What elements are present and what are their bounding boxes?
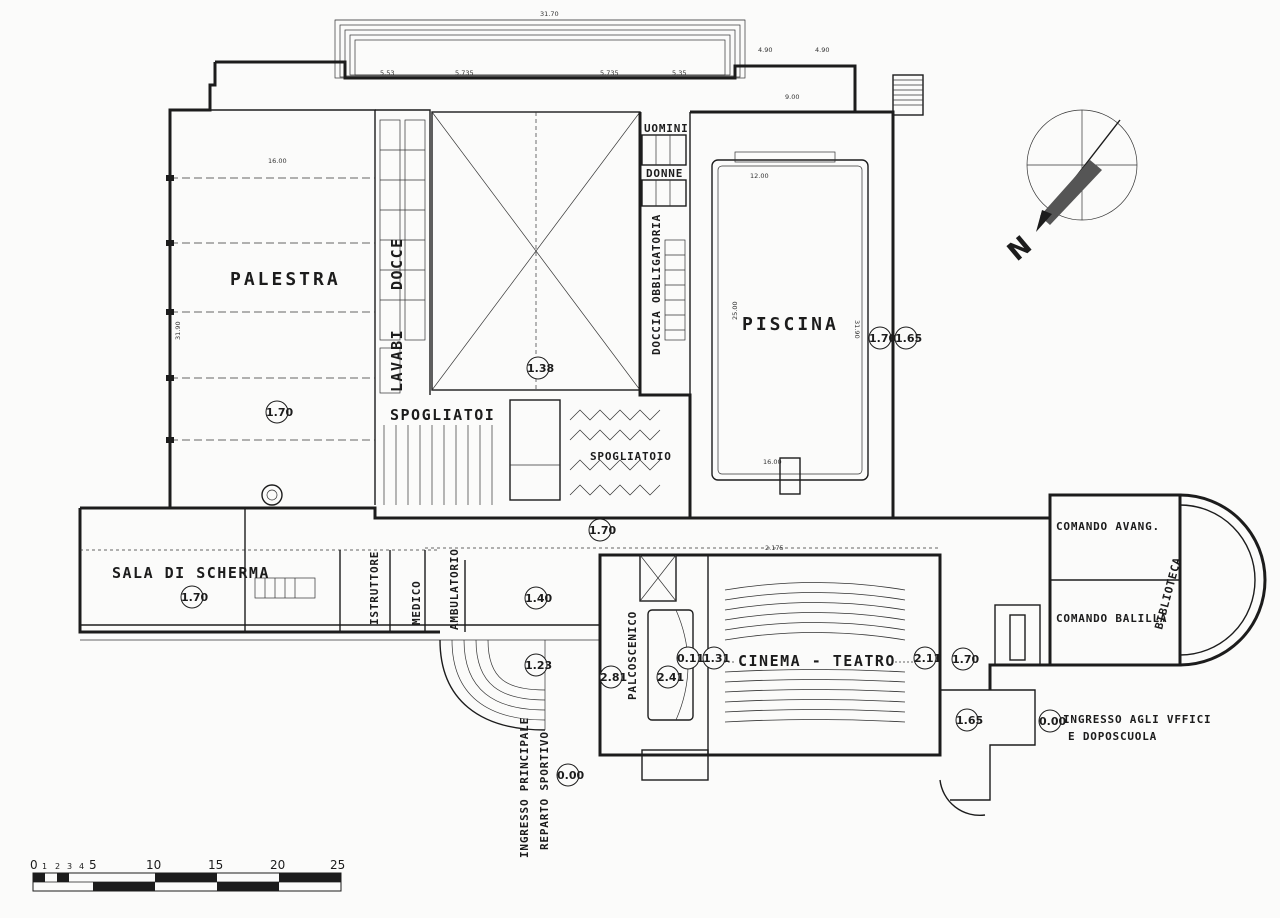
level-corridor: 1.70 [589,524,616,537]
top-dim-b: 5.735 [455,69,474,77]
label-palcoscenico: PALCOSCENICO [626,611,639,700]
level-courtyard: 1.38 [527,362,554,375]
level-scherma: 1.70 [181,591,208,604]
level-stage-b: 2.41 [657,671,684,684]
level-cinema-b: 2.11 [914,652,941,665]
scale-label-0: 0 [30,858,38,872]
top-dim-d: 5.35 [672,69,686,77]
level-hall-b: 1.65 [956,714,983,727]
scale-label-15: 15 [208,858,223,872]
level-office-entrance: 0.00 [1039,715,1066,728]
pool-side-dim: 31.90 [853,320,861,339]
right-dim-a: 4.90 [758,46,772,54]
label-docce: DOCCE [388,237,406,290]
main-entrance-line1: INGRESSO PRINCIPALE [518,717,531,858]
showers-stalls [379,119,426,394]
pool-width-dim: 12.00 [750,172,769,180]
top-canopy: 31.70 [334,10,746,79]
level-main-entrance: 0.00 [557,769,584,782]
office-entrance-line2: E DOPOSCUOLA [1068,730,1157,743]
scale-label-1: 1 [42,862,47,871]
palestra-width-dim: 16.00 [268,157,287,165]
label-cinema-teatro: CINEMA - TEATRO [738,652,896,670]
overall-width-dim: 31.70 [540,10,559,18]
level-ambulatorio: 1.40 [525,592,552,605]
label-donne: DONNE [646,167,683,180]
label-piscina: PISCINA [742,314,839,335]
level-pool-b: 1.65 [895,332,922,345]
outer-walls [78,60,1267,817]
label-spogliatoi: SPOGLIATOI [390,406,495,424]
label-uomini: UOMINI [644,122,689,135]
label-spogliatoio: SPOGLIATOIO [590,450,672,463]
wc-blocks [641,134,687,341]
label-comando-avang: COMANDO AVANG. [1056,520,1160,533]
north-arrow-icon: N [1002,109,1138,267]
level-palestra: 1.70 [266,406,293,419]
scale-label-20: 20 [270,858,285,872]
label-comando-balilla: COMANDO BALILLA [1056,612,1167,625]
level-stage-a: 2.81 [600,671,627,684]
curved-steps [439,639,546,731]
cinema-row-dim: 2.175 [765,544,784,552]
entrance-labels: INGRESSO PRINCIPALE REPARTO SPORTIVO ING… [518,713,1211,858]
pool-tank: 12.00 16.00 [711,151,869,495]
label-medico: MEDICO [410,580,423,625]
small-rooms [244,508,466,632]
level-hall-a: 1.70 [952,653,979,666]
main-entrance-line2: REPARTO SPORTIVO [538,731,551,850]
level-stage-c: 0.11 [677,652,704,665]
level-markers: 1.70 1.70 1.38 1.70 1.40 1.23 2.81 2.41 … [180,326,1066,787]
scale-label-5: 5 [89,858,97,872]
label-sala-di-scherma: SALA DI SCHERMA [112,564,270,582]
scale-label-4: 4 [79,862,84,871]
label-ambulatorio: AMBULATORIO [448,548,461,630]
label-istruttore: ISTRUTTORE [368,551,381,625]
right-dim-b: 4.90 [815,46,829,54]
scale-label-25: 25 [330,858,345,872]
level-stair-landing: 1.23 [525,659,552,672]
label-lavabi: LAVABI [388,329,406,392]
palestra-length-dim: 31.90 [174,321,182,340]
label-doccia-obbligatoria: DOCCIA OBBLIGATORIA [650,214,663,355]
scale-label-3: 3 [67,862,72,871]
pool-length-dim: 25.00 [731,301,739,320]
level-pool-a: 1.70 [869,332,896,345]
top-dim-a: 5.53 [380,69,394,77]
palestra-grid [166,175,375,506]
scale-label-10: 10 [146,858,161,872]
pool-bottom-dim: 16.00 [763,458,782,466]
level-cinema-a: 1.31 [703,652,730,665]
office-entrance-line1: INGRESSO AGLI VFFICI [1063,713,1211,726]
changing-benches [383,399,661,505]
dimension-labels: 5.53 5.735 5.735 5.35 4.90 4.90 9.00 16.… [174,46,861,552]
pool-top-dim: 9.00 [785,93,799,101]
scale-bar: 0 1 2 3 4 5 10 15 20 25 [30,858,345,892]
north-letter: N [1002,230,1038,267]
scale-label-2: 2 [55,862,60,871]
top-dim-c: 5.735 [600,69,619,77]
room-labels: PALESTRA DOCCE LAVABI SPOGLIATOI SPOGLIA… [112,122,1184,700]
label-palestra: PALESTRA [230,269,341,290]
